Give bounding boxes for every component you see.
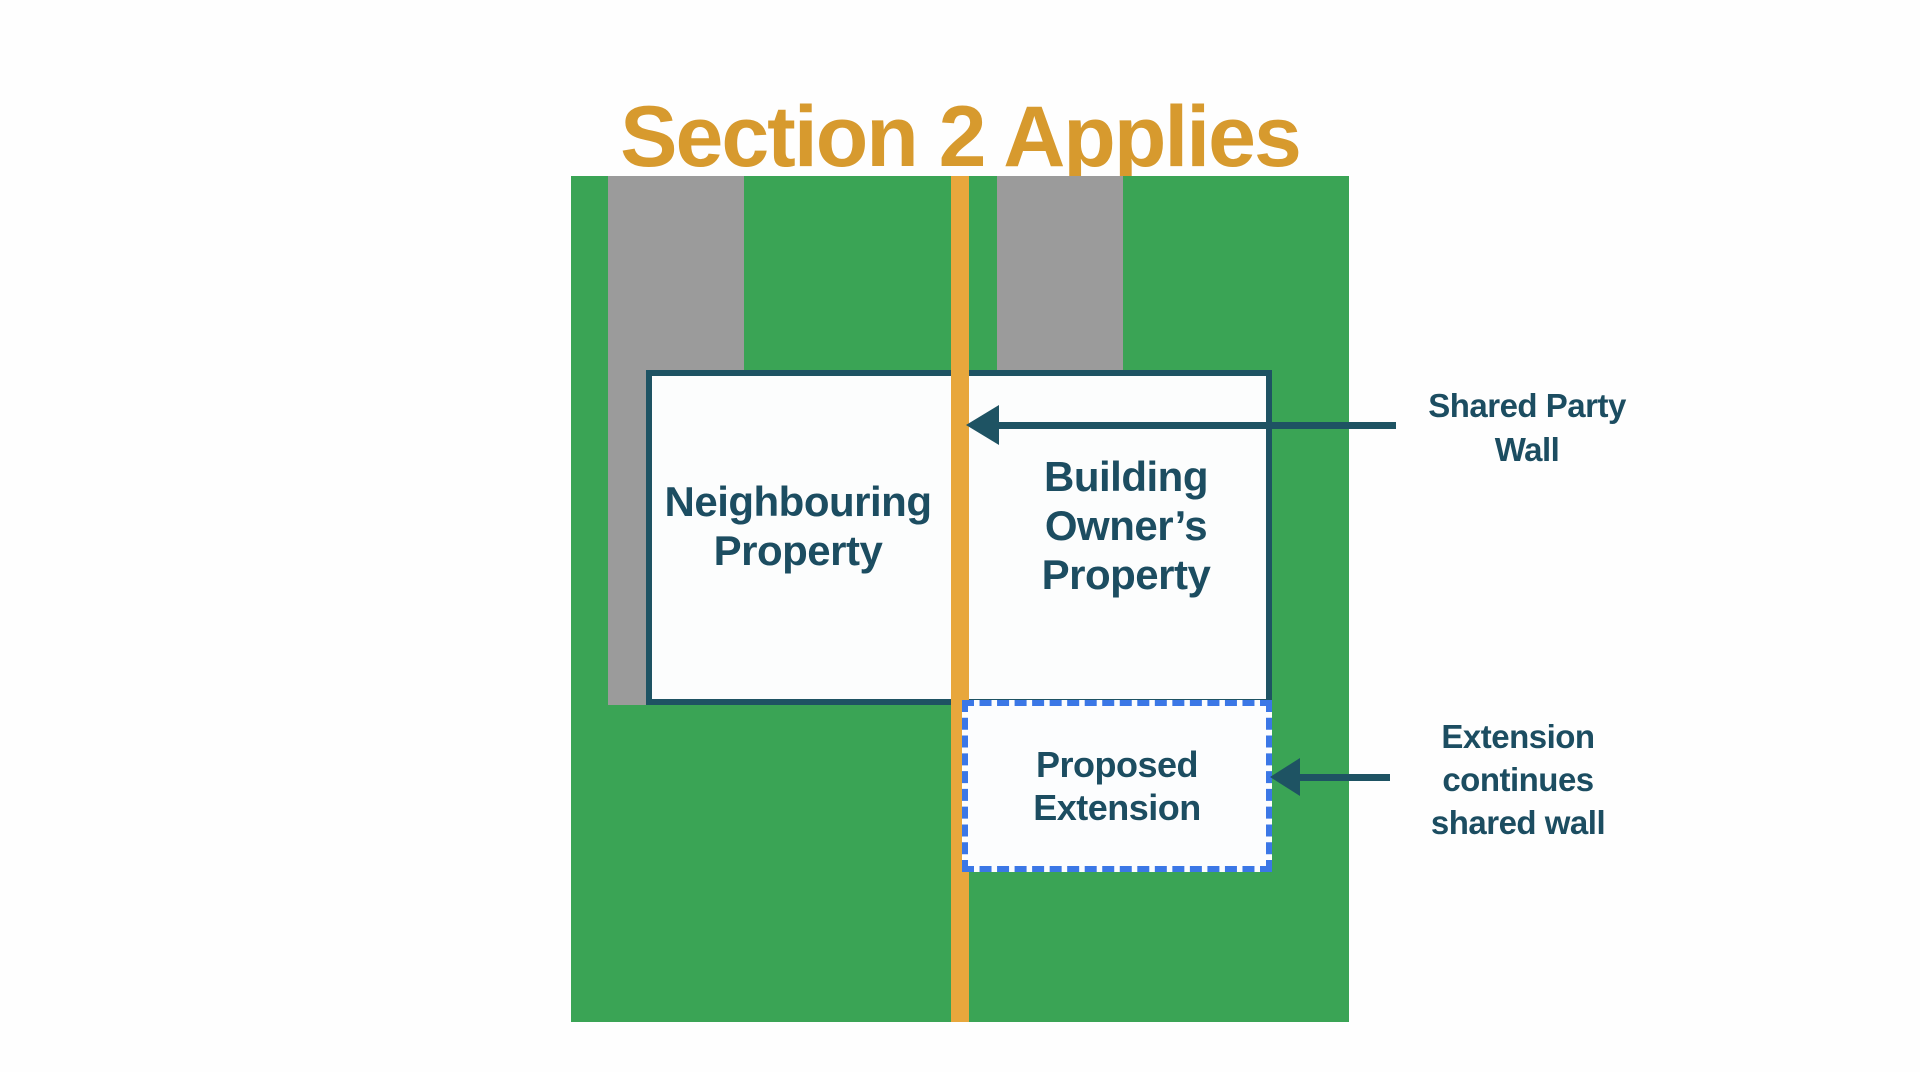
arrow-left-icon — [966, 405, 999, 445]
page-title: Section 2 Applies — [620, 88, 1302, 185]
shared-party-wall-arrow-line — [988, 422, 1396, 429]
party-wall-boundary-line — [951, 176, 969, 1022]
proposed-extension-box: Proposed Extension — [962, 700, 1272, 872]
extension-continues-annotation: Extension continues shared wall — [1430, 718, 1606, 841]
arrow-left-icon — [1270, 758, 1300, 796]
extension-note-arrow-line — [1294, 774, 1390, 781]
neighbouring-property-label: Neighbouring Property — [664, 478, 932, 574]
proposed-extension-label: Proposed Extension — [1033, 744, 1201, 828]
shared-party-wall-annotation: Shared Party Wall — [1428, 387, 1626, 468]
building-owner-driveway — [997, 176, 1123, 376]
building-owner-property-label: Building Owner’s Property — [1041, 453, 1211, 598]
